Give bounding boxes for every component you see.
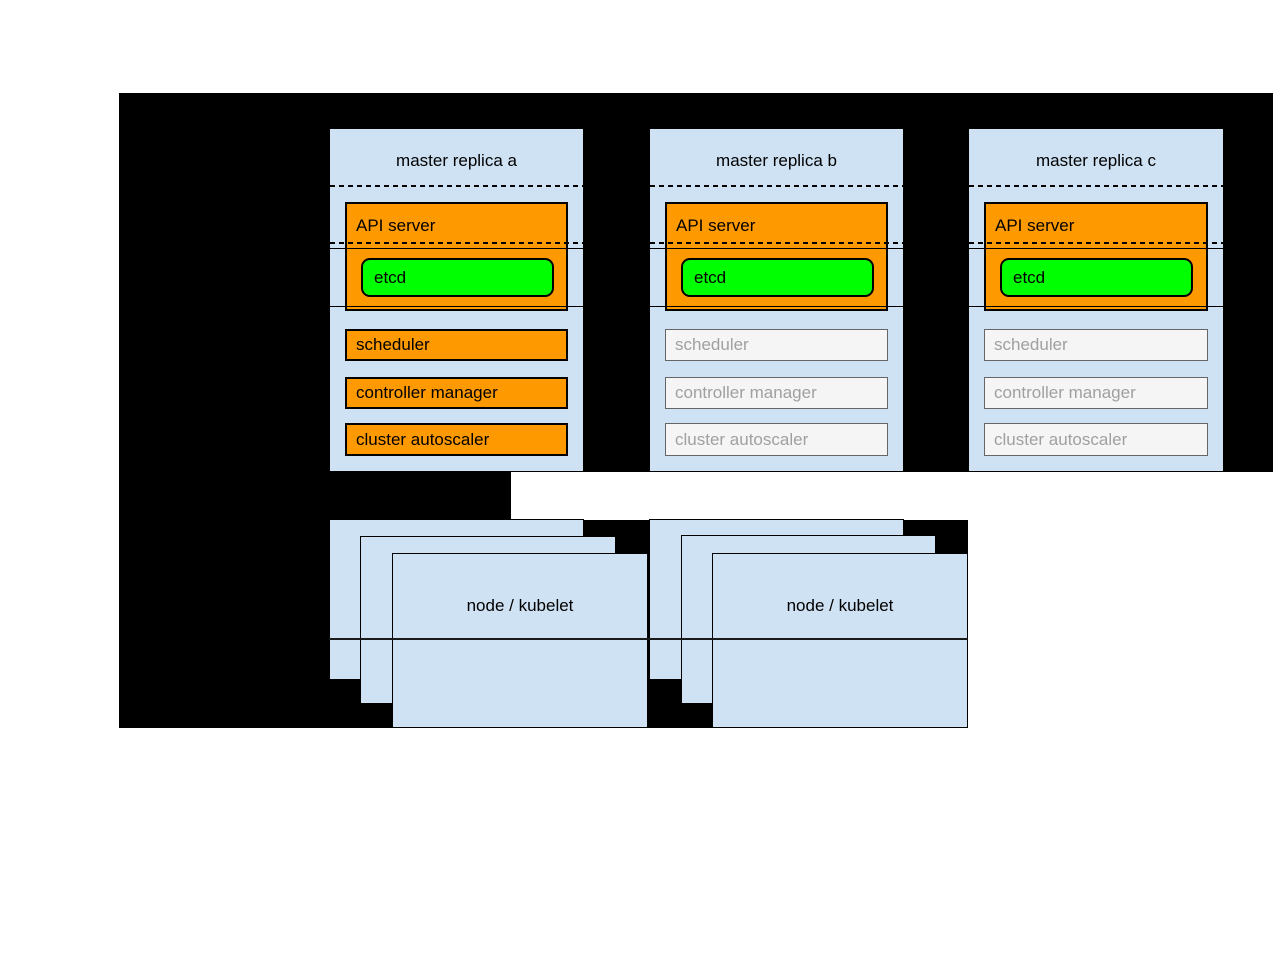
node-kubelet-label: node / kubelet xyxy=(466,596,574,615)
controller-manager-box: controller manager xyxy=(984,377,1208,409)
master-replica-a-title: master replica a xyxy=(396,151,517,170)
api-server-box: API server etcd xyxy=(984,202,1208,311)
api-server-label: API server xyxy=(356,216,436,235)
cluster-autoscaler-box: cluster autoscaler xyxy=(984,423,1208,456)
etcd-box: etcd xyxy=(681,258,874,297)
replica-c-solid-line-2 xyxy=(969,306,1223,307)
api-server-box: API server etcd xyxy=(345,202,568,311)
scheduler-box: scheduler xyxy=(665,329,888,361)
replica-c-dashed-line-1 xyxy=(969,185,1223,187)
node-box-front: node / kubelet xyxy=(392,553,648,728)
scheduler-box: scheduler xyxy=(984,329,1208,361)
node-kubelet-label: node / kubelet xyxy=(786,596,894,615)
scheduler-box: scheduler xyxy=(345,329,568,361)
api-server-label: API server xyxy=(676,216,756,235)
replica-a-solid-line-1 xyxy=(330,248,583,249)
etcd-box: etcd xyxy=(361,258,554,297)
master-replica-c-title: master replica c xyxy=(1036,151,1156,170)
replica-c-solid-line-1 xyxy=(969,248,1223,249)
cluster-autoscaler-box: cluster autoscaler xyxy=(345,423,568,456)
etcd-box: etcd xyxy=(1000,258,1193,297)
master-replica-b-title: master replica b xyxy=(716,151,837,170)
controller-manager-box: controller manager xyxy=(345,377,568,409)
node-title-divider-line xyxy=(329,638,968,640)
replica-c-dashed-line-2 xyxy=(969,242,1223,244)
replica-b-solid-line-2 xyxy=(650,306,903,307)
master-replica-b-box: master replica b API server etcd schedul… xyxy=(649,128,904,472)
api-server-box: API server etcd xyxy=(665,202,888,311)
replica-a-dashed-line-1 xyxy=(330,185,583,187)
replica-a-solid-line-2 xyxy=(330,306,583,307)
replica-b-solid-line-1 xyxy=(650,248,903,249)
master-replica-c-box: master replica c API server etcd schedul… xyxy=(968,128,1224,472)
background-panel-left-strip xyxy=(119,472,511,520)
master-replica-a-box: master replica a API server etcd schedul… xyxy=(329,128,584,472)
cluster-autoscaler-box: cluster autoscaler xyxy=(665,423,888,456)
api-server-label: API server xyxy=(995,216,1075,235)
controller-manager-box: controller manager xyxy=(665,377,888,409)
node-box-front: node / kubelet xyxy=(712,553,968,728)
replica-b-dashed-line-1 xyxy=(650,185,903,187)
replica-a-dashed-line-2 xyxy=(330,242,583,244)
replica-b-dashed-line-2 xyxy=(650,242,903,244)
